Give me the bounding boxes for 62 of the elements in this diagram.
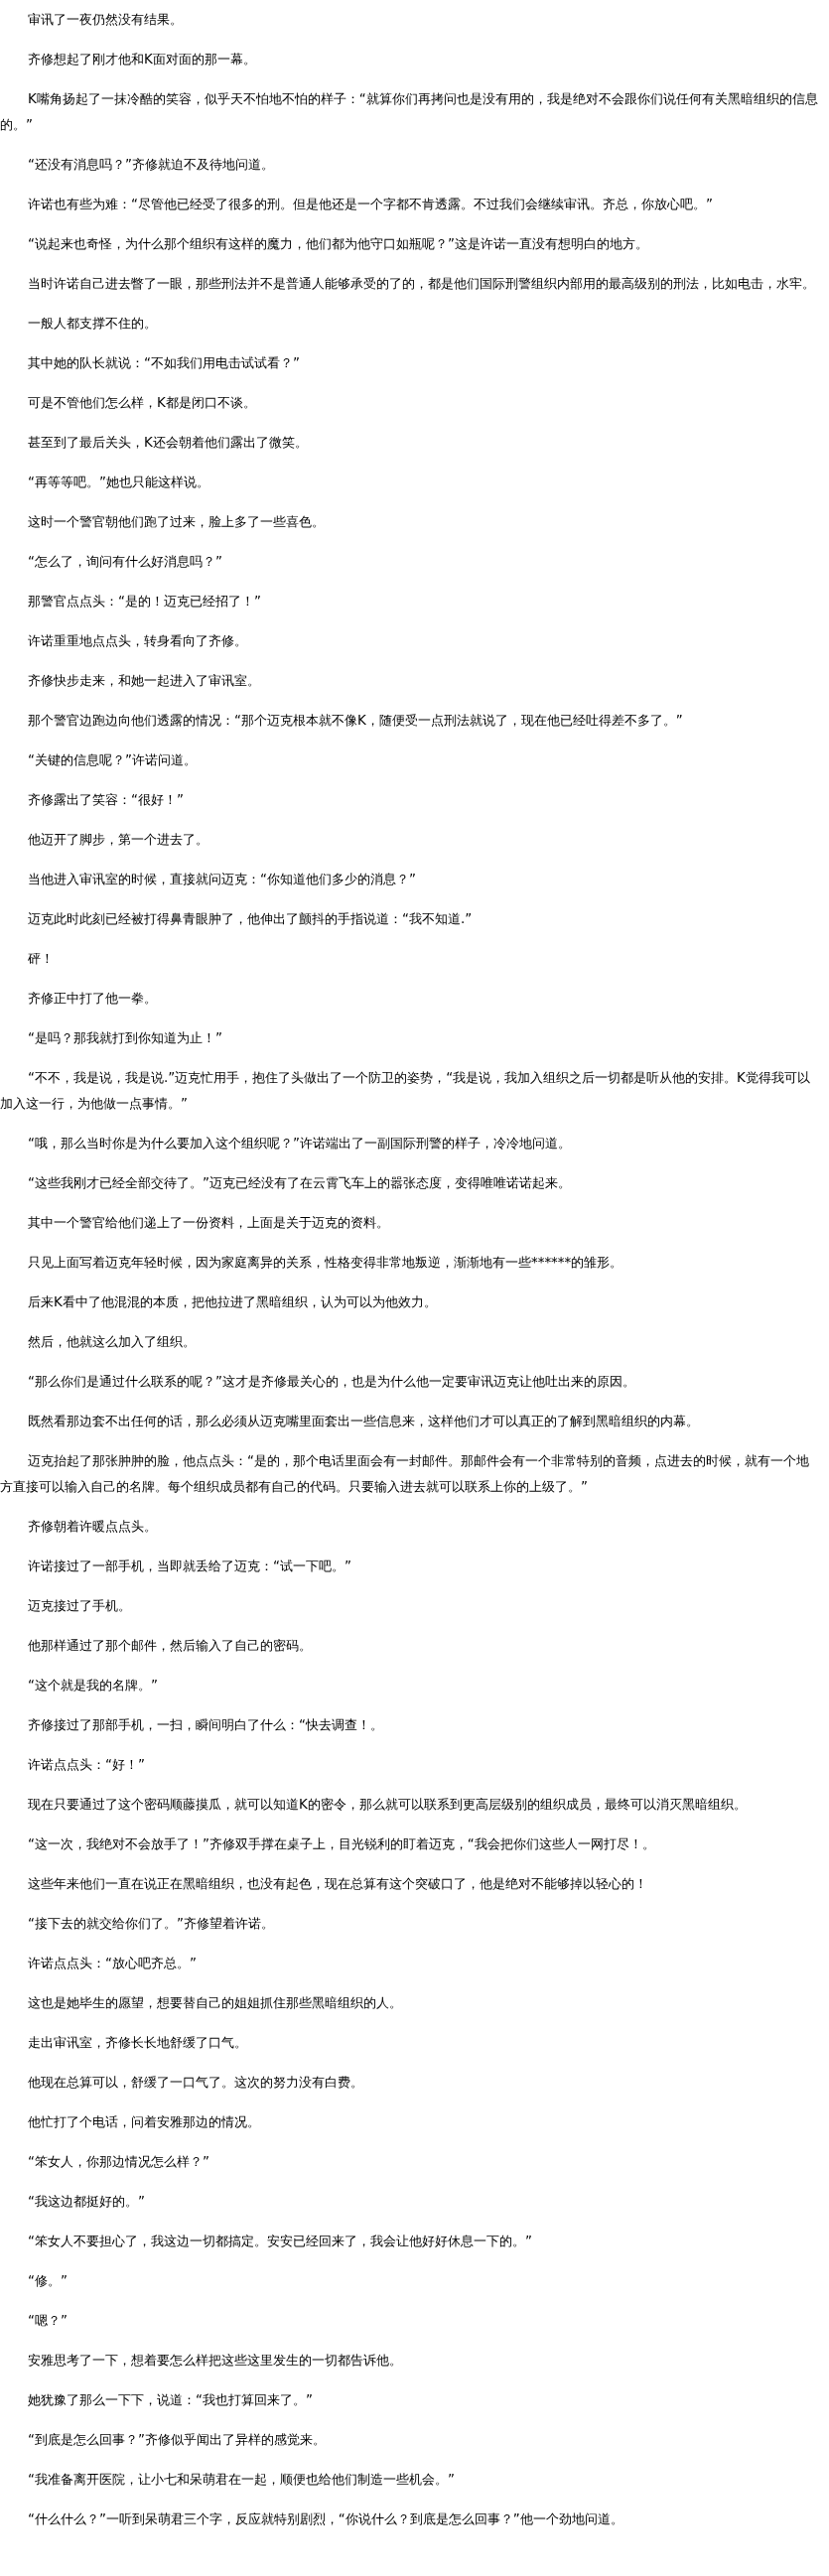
paragraph: “不不，我是说，我是说.”迈克忙用手，抱住了头做出了一个防卫的姿势，“我是说，我加入组织之后一切都是听从他的安排。K觉得我可以加入这一行，为他做一点事情。” xyxy=(0,1069,811,1113)
paragraph: 许诺也有些为难：“尽管他已经受了很多的刑。但是他还是一个字都不肯透露。不过我们会继续审讯。齐总，你放心吧。” xyxy=(27,196,714,213)
paragraph: 其中一个警官给他们递上了一份资料，上面是关于迈克的资料。 xyxy=(27,1214,390,1232)
paragraph: “再等等吧。”她也只能这样说。 xyxy=(27,474,210,491)
paragraph: “我准备离开医院，让小七和呆萌君在一起，顺便也给他们制造一些机会。” xyxy=(27,2471,456,2489)
paragraph: 迈克此时此刻已经被打得鼻青眼肿了，他伸出了颤抖的手指说道：“我不知道.” xyxy=(27,910,474,928)
paragraph: 齐修接过了那部手机，一扫，瞬间明白了什么：“快去调查！。 xyxy=(27,1716,384,1734)
paragraph: 齐修快步走来，和她一起进入了审讯室。 xyxy=(27,672,261,690)
paragraph: 那警官点点头：“是的！迈克已经招了！” xyxy=(27,593,262,610)
paragraph: “这一次，我绝对不会放手了！”齐修双手撑在桌子上，目光锐利的盯着迈克，“我会把你们这些人一网打尽！。 xyxy=(27,1835,656,1853)
paragraph: “哦，那么当时你是为什么要加入这个组织呢？”许诺端出了一副国际刑警的样子，冷冷地问道。 xyxy=(27,1135,572,1152)
paragraph: 迈克接过了手机。 xyxy=(27,1597,132,1615)
paragraph: 齐修朝着许暖点点头。 xyxy=(27,1518,158,1536)
paragraph: 当时许诺自己进去瞥了一眼，那些刑法并不是普通人能够承受的了的，都是他们国际刑警组织内部用的最高级别的刑法，比如电击，水牢。 xyxy=(27,275,816,293)
paragraph: 走出审讯室，齐修长长地舒缓了口气。 xyxy=(27,2034,248,2052)
paragraph: 许诺重重地点点头，转身看向了齐修。 xyxy=(27,632,248,650)
paragraph: 其中她的队长就说：“不如我们用电击试试看？” xyxy=(27,354,301,372)
paragraph: 他那样通过了那个邮件，然后输入了自己的密码。 xyxy=(27,1637,313,1655)
paragraph: 安雅思考了一下，想着要怎么样把这些这里发生的一切都告诉他。 xyxy=(27,2352,403,2370)
paragraph: 许诺点点头：“放心吧齐总。” xyxy=(27,1955,198,1972)
paragraph: “修。” xyxy=(27,2272,69,2290)
paragraph: 许诺点点头：“好！” xyxy=(27,1756,146,1774)
paragraph: 当他进入审讯室的时候，直接就问迈克：“你知道他们多少的消息？” xyxy=(27,871,417,888)
paragraph: 砰！ xyxy=(27,950,55,968)
paragraph: 这些年来他们一直在说正在黑暗组织，也没有起色，现在总算有这个突破口了，他是绝对不能够掉以轻心的！ xyxy=(27,1875,648,1893)
paragraph: “那么你们是通过什么联系的呢？”这才是齐修最关心的，也是为什么他一定要审讯迈克让他吐出来的原因。 xyxy=(27,1373,636,1391)
paragraph: “笨女人，你那边情况怎么样？” xyxy=(27,2153,210,2171)
paragraph: 一般人都支撑不住的。 xyxy=(27,315,158,333)
paragraph: K嘴角扬起了一抹冷酷的笑容，似乎天不怕地不怕的样子：“就算你们再拷问也是没有用的，我是绝对不会跟你们说任何有关黑暗组织的信息的。” xyxy=(0,90,818,134)
paragraph: 既然看那边套不出任何的话，那么必须从迈克嘴里面套出一些信息来，这样他们才可以真正的了解到黑暗组织的内幕。 xyxy=(27,1413,700,1430)
paragraph: 齐修正中打了他一拳。 xyxy=(27,990,158,1008)
paragraph: 齐修想起了刚才他和K面对面的那一幕。 xyxy=(27,51,257,68)
paragraph: “到底是怎么回事？”齐修似乎闻出了异样的感觉来。 xyxy=(27,2431,327,2449)
paragraph: 现在只要通过了这个密码顺藤摸瓜，就可以知道K的密令，那么就可以联系到更高层级别的组织成员，最终可以消灭黑暗组织。 xyxy=(27,1796,748,1814)
paragraph: “关键的信息呢？”许诺问道。 xyxy=(27,751,198,769)
paragraph: “嗯？” xyxy=(27,2312,69,2330)
paragraph: “这个就是我的名牌。” xyxy=(27,1677,159,1695)
paragraph: “还没有消息吗？”齐修就迫不及待地问道。 xyxy=(27,156,275,174)
paragraph: 审讯了一夜仍然没有结果。 xyxy=(27,11,184,29)
paragraph: 许诺接过了一部手机，当即就丢给了迈克：“试一下吧。” xyxy=(27,1558,352,1575)
paragraph: 迈克抬起了那张肿肿的脸，他点点头：“是的，那个电话里面会有一封邮件。那邮件会有一个非常特别的音频，点进去的时候，就有一个地方直接可以输入自己的名牌。每个组织成员都有自己的代码。只要输入进去就可以联系上你的上级了。” xyxy=(0,1452,810,1496)
paragraph: “什么什么？”一听到呆萌君三个字，反应就特别剧烈，“你说什么？到底是怎么回事？”他一个劲地问道。 xyxy=(27,2510,624,2528)
paragraph: 只见上面写着迈克年轻时候，因为家庭离异的关系，性格变得非常地叛逆，渐渐地有一些******的雏形。 xyxy=(27,1254,624,1272)
paragraph: 齐修露出了笑容：“很好！” xyxy=(27,791,185,809)
paragraph: 然后，他就这么加入了组织。 xyxy=(27,1333,197,1351)
paragraph: 他现在总算可以，舒缓了一口气了。这次的努力没有白费。 xyxy=(27,2074,364,2092)
paragraph: 他迈开了脚步，第一个进去了。 xyxy=(27,831,209,849)
paragraph: “笨女人不要担心了，我这边一切都搞定。安安已经回来了，我会让他好好休息一下的。” xyxy=(27,2233,533,2250)
paragraph: 这时一个警官朝他们跑了过来，脸上多了一些喜色。 xyxy=(27,513,326,531)
paragraph: “说起来也奇怪，为什么那个组织有这样的魔力，他们都为他守口如瓶呢？”这是许诺一直没有想明白的地方。 xyxy=(27,235,649,253)
paragraph: “接下去的就交给你们了。”齐修望着许诺。 xyxy=(27,1915,275,1933)
paragraph: 那个警官边跑边向他们透露的情况：“那个迈克根本就不像K，随便受一点刑法就说了，现在他已经吐得差不多了。” xyxy=(27,712,684,730)
paragraph: 这也是她毕生的愿望，想要替自己的姐姐抓住那些黑暗组织的人。 xyxy=(27,1994,403,2012)
paragraph: “是吗？那我就打到你知道为止！” xyxy=(27,1029,223,1047)
paragraph: 她犹豫了那么一下下，说道：“我也打算回来了。” xyxy=(27,2391,314,2409)
paragraph: “我这边都挺好的。” xyxy=(27,2193,146,2211)
paragraph: 他忙打了个电话，问着安雅那边的情况。 xyxy=(27,2113,261,2131)
paragraph: 可是不管他们怎么样，K都是闭口不谈。 xyxy=(27,394,257,412)
paragraph: 甚至到了最后关头，K还会朝着他们露出了微笑。 xyxy=(27,434,309,452)
paragraph: “这些我刚才已经全部交待了。”迈克已经没有了在云霄飞车上的嚣张态度，变得唯唯诺诺起来。 xyxy=(27,1174,572,1192)
paragraph: 后来K看中了他混混的本质，把他拉进了黑暗组织，认为可以为他效力。 xyxy=(27,1293,438,1311)
paragraph: “怎么了，询问有什么好消息吗？” xyxy=(27,553,223,571)
